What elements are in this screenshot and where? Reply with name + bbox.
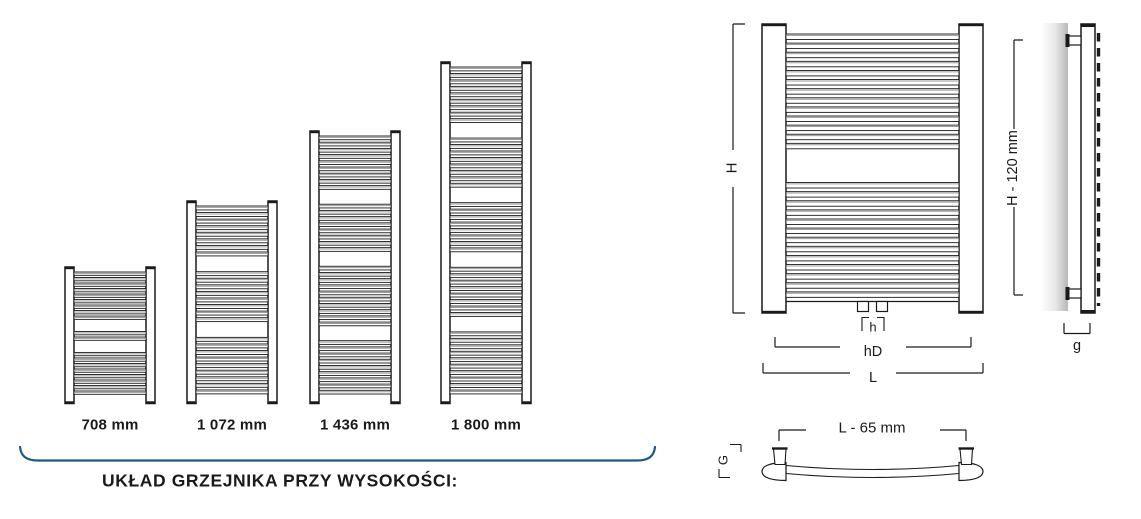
size-label-1800: 1 800 mm: [451, 416, 521, 434]
dim-label-H: H: [723, 162, 741, 174]
size-label-708: 708 mm: [81, 416, 139, 434]
dim-label-G: G: [715, 454, 731, 466]
diagram-caption: UKŁAD GRZEJNIKA PRZY WYSOKOŚCI:: [102, 470, 458, 491]
dim-label-H-120: H - 120 mm: [1004, 130, 1021, 206]
dim-label-L: L: [868, 369, 878, 386]
dim-label-h: h: [869, 319, 877, 335]
dim-label-hD: hD: [863, 343, 883, 360]
dim-label-g: g: [1072, 337, 1082, 354]
size-label-1436: 1 436 mm: [320, 416, 390, 434]
dim-label-L-65: L - 65 mm: [838, 419, 906, 437]
size-label-1072: 1 072 mm: [197, 416, 267, 434]
